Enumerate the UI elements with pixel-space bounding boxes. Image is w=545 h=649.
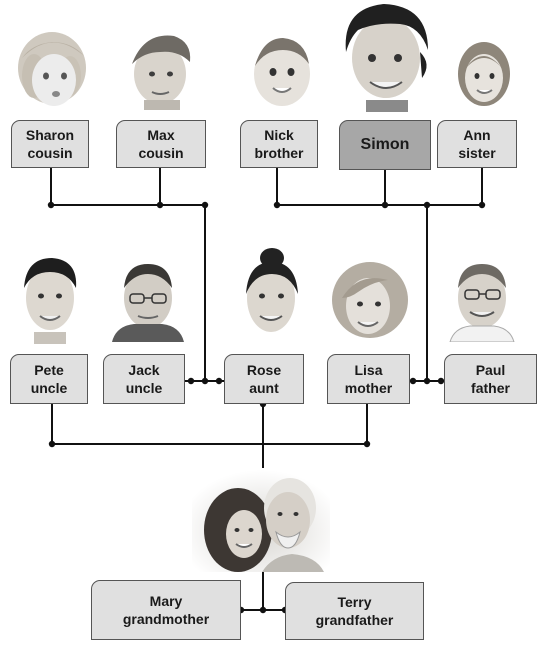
lisa-photo — [332, 262, 408, 338]
person-name: Mary — [149, 593, 183, 609]
person-name: Terry — [337, 594, 372, 610]
person-relation: uncle — [125, 380, 163, 396]
person-card-simon: Simon — [339, 120, 431, 170]
person-relation: grandfather — [315, 612, 394, 628]
person-card-terry: Terry grandfather — [285, 582, 424, 640]
grandparents-photo — [192, 470, 330, 572]
person-card-sharon: Sharon cousin — [11, 120, 89, 168]
simon-photo — [345, 4, 428, 112]
sharon-photo — [18, 32, 86, 106]
person-card-paul: Paul father — [444, 354, 537, 404]
person-relation: uncle — [30, 380, 68, 396]
person-card-max: Max cousin — [116, 120, 206, 168]
person-name: Lisa — [354, 362, 383, 378]
person-card-jack: Jack uncle — [103, 354, 185, 404]
person-name: Jack — [128, 362, 160, 378]
nick-photo — [254, 38, 310, 106]
person-name: Nick — [264, 127, 294, 143]
person-relation: mother — [344, 380, 393, 396]
person-name: Max — [147, 127, 175, 143]
ann-photo — [458, 42, 510, 106]
person-card-rose: Rose aunt — [224, 354, 304, 404]
pete-photo — [24, 258, 77, 344]
person-name: Ann — [463, 127, 491, 143]
rose-photo — [246, 248, 298, 332]
person-relation: grandmother — [122, 611, 210, 627]
person-card-lisa: Lisa mother — [327, 354, 410, 404]
person-name: Pete — [34, 362, 64, 378]
person-name: Paul — [475, 362, 506, 378]
person-name: Sharon — [25, 127, 75, 143]
person-name: Simon — [360, 136, 410, 153]
person-card-nick: Nick brother — [240, 120, 318, 168]
person-card-mary: Mary grandmother — [91, 580, 241, 640]
paul-photo — [449, 264, 515, 342]
person-name: Rose — [246, 362, 282, 378]
person-relation: father — [471, 380, 510, 396]
person-relation: cousin — [138, 145, 184, 161]
person-relation: aunt — [249, 380, 279, 396]
person-card-ann: Ann sister — [437, 120, 517, 168]
person-relation: brother — [254, 145, 304, 161]
person-relation: cousin — [27, 145, 73, 161]
person-relation: sister — [458, 145, 496, 161]
max-photo — [132, 35, 191, 110]
person-card-pete: Pete uncle — [10, 354, 88, 404]
jack-photo — [112, 264, 184, 342]
